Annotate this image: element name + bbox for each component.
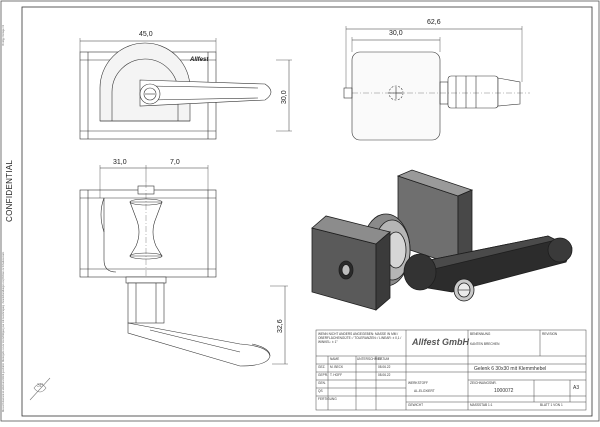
tb-revision: REVISION	[542, 332, 558, 336]
dimension-side-total: 62,6	[427, 19, 441, 26]
isometric-render	[311, 169, 573, 311]
tb-row-gepr: GEPR.	[318, 373, 328, 377]
dimension-top-left: 31,0	[113, 159, 127, 166]
copyright-note: Dieses Dokument ist urheberrechtlich ges…	[3, 251, 5, 412]
title-block	[315, 329, 587, 411]
dimension-side-block: 30,0	[389, 30, 403, 37]
tb-scale: MASSSTAB 1:1	[470, 403, 493, 407]
tb-row-qs: QS	[318, 389, 323, 393]
tb-name-1: M. BECK	[330, 365, 344, 369]
tb-sheet: BLATT 1 VON 1	[540, 403, 563, 407]
tb-date-1: 08.06.22	[378, 365, 391, 369]
logo-mark	[29, 377, 51, 401]
inner-border	[21, 6, 593, 417]
tb-row-fertigung: FERTIGUNG	[318, 397, 337, 401]
tb-surface: AL-ELOXIERT	[414, 389, 435, 393]
tb-notes: WENN NICHT ANDERS ANGEGEBEN: MASSE IN MM…	[318, 332, 402, 344]
tb-row-name: NAME	[330, 357, 340, 361]
part-brand-text: Allfest	[190, 57, 209, 63]
tb-material-label: WERKSTOFF	[408, 381, 428, 385]
dimension-front-height: 30,0	[281, 90, 288, 104]
tb-row-signature: UNTERSCHRIFT	[357, 357, 382, 361]
tb-name-2: T. HOFF	[330, 373, 343, 377]
tb-weight-label: GEWICHT	[408, 403, 424, 407]
template-note: Prodigy Vorlage #1	[2, 24, 5, 46]
tb-row-gen: GEN.	[318, 381, 326, 385]
top-view	[79, 165, 217, 290]
tb-title: Gelenk 6 30x30 mit Klemmhebel	[474, 366, 547, 372]
front-view	[79, 38, 292, 140]
tb-row-gez: GEZ.	[318, 365, 326, 369]
dimension-top-right: 7,0	[170, 159, 180, 166]
tb-finish: KANTEN BRECHEN	[470, 342, 500, 346]
tb-header-drawing-no: ZEICHNUNGSNR.	[470, 381, 497, 385]
side-view	[343, 26, 530, 141]
tb-row-date: DATUM	[378, 357, 390, 361]
tb-date-2: 08.06.22	[378, 373, 391, 377]
confidential-label: CONFIDENTIAL	[5, 159, 14, 222]
tb-sheet-size: A3	[573, 385, 580, 391]
logo-text: 3D	[37, 383, 44, 389]
dimension-front-width: 45,0	[139, 31, 153, 38]
lever-view	[125, 276, 288, 367]
tb-drawing-number: 1000072	[494, 388, 514, 394]
dimension-lever-height: 32,6	[277, 319, 284, 333]
tb-header-benennung: BENENNUNG	[470, 332, 491, 336]
tb-company: Allfest GmbH	[412, 337, 470, 347]
